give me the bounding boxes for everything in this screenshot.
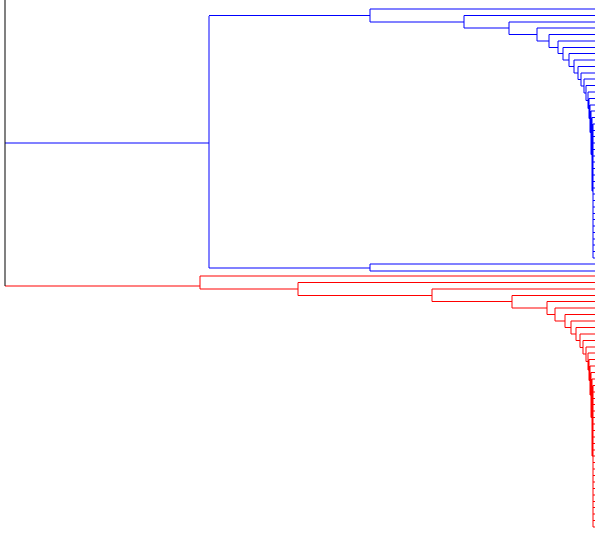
dendrogram xyxy=(4,0,595,528)
